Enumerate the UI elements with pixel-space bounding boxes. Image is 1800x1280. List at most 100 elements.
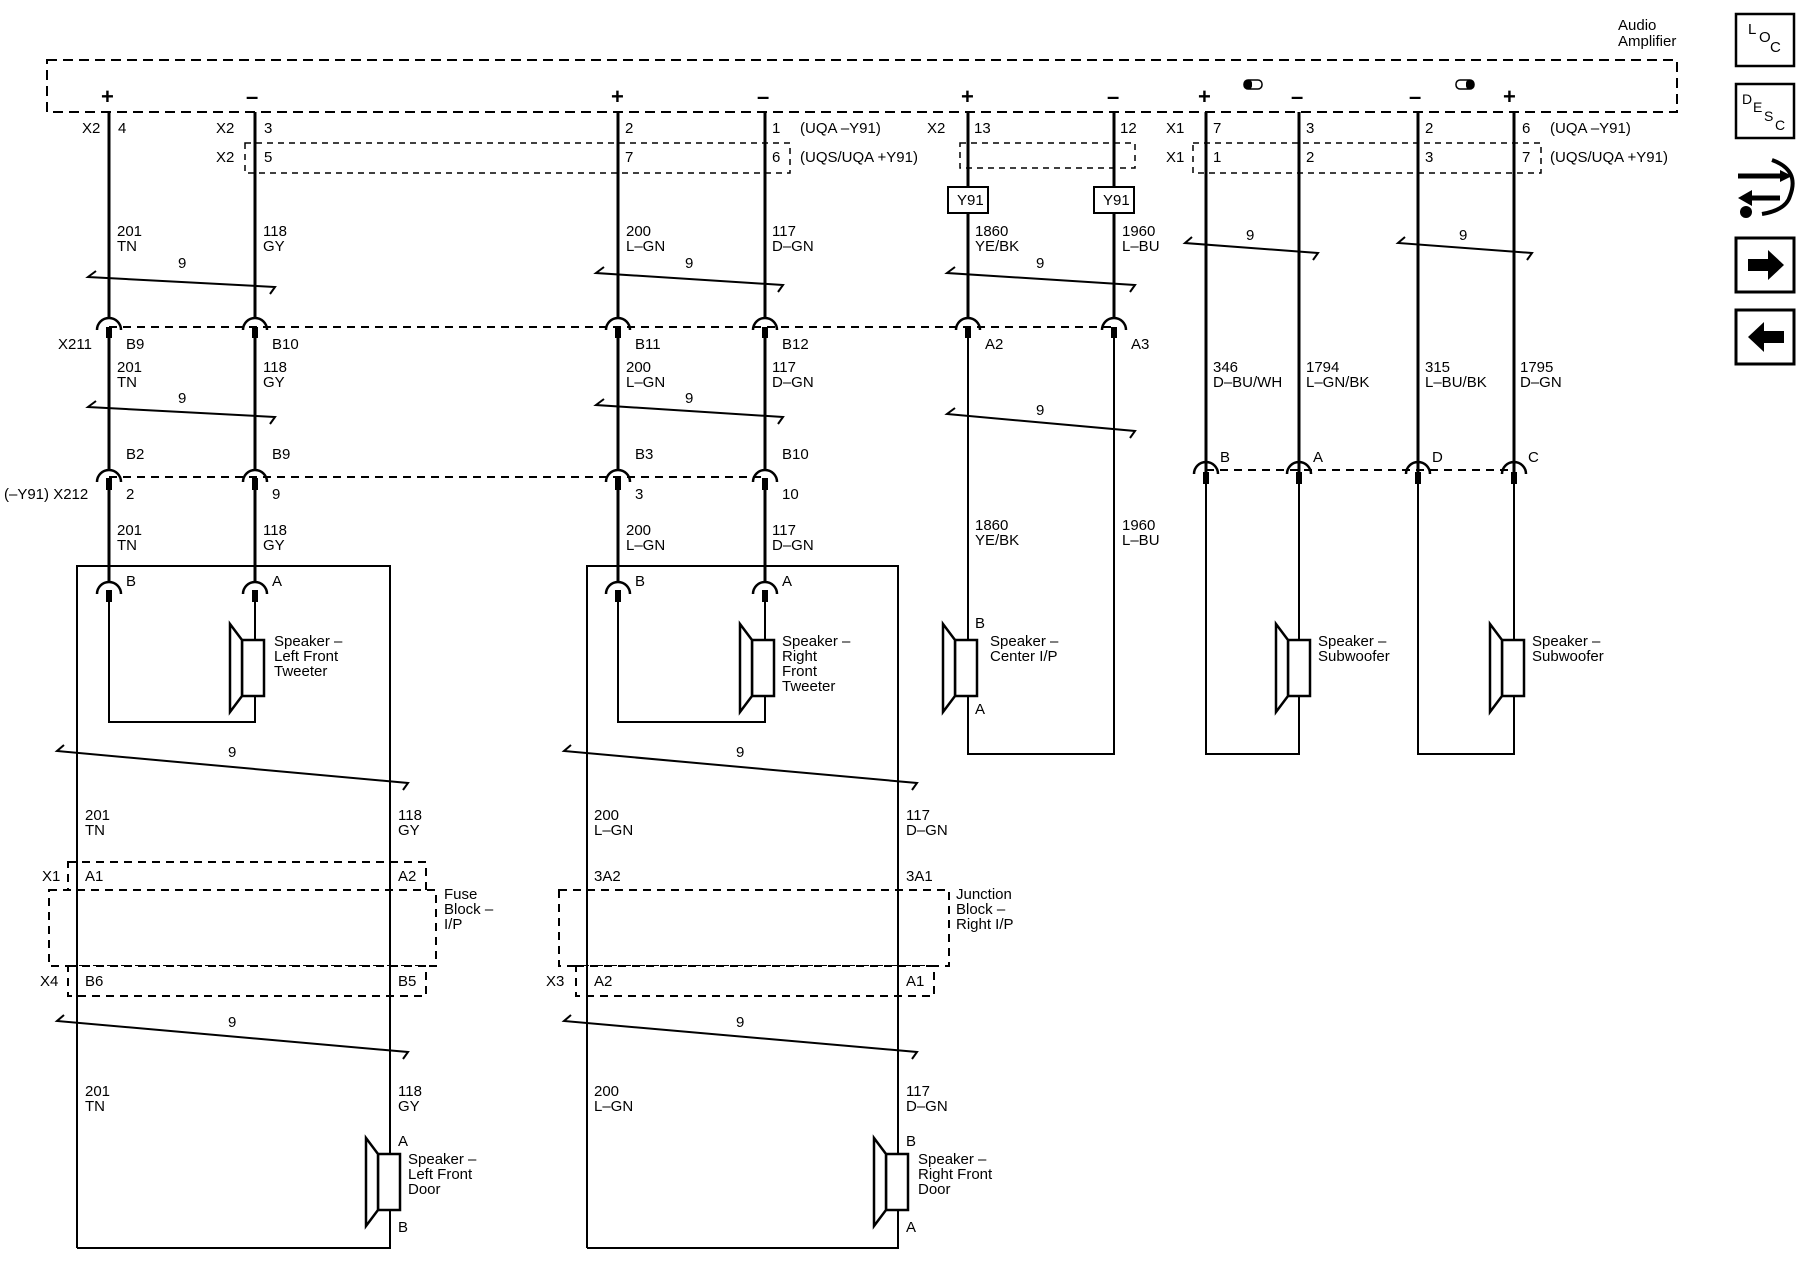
component-label: Block –: [444, 901, 494, 918]
component-label: Right: [782, 648, 818, 665]
pin-label: B5: [398, 973, 416, 990]
circuit-color: TN: [117, 374, 137, 391]
connector-x4: X4: [40, 973, 58, 990]
pin-label: 2: [1425, 120, 1433, 137]
amplifier-pins-row2: 5 7 6 1 2 3 7: [264, 149, 1530, 166]
pin-label: 3A1: [906, 868, 933, 885]
circuit-number: 117: [906, 1083, 930, 1100]
connector-x3: X3: [546, 973, 564, 990]
connector-x2: X2: [927, 120, 945, 137]
pin-label: B6: [85, 973, 103, 990]
pin-label: A: [975, 701, 985, 718]
y91-label: Y91: [957, 192, 984, 209]
pin-label: A2: [985, 336, 1003, 353]
y91-option-box: Y91: [947, 186, 989, 214]
pin-label: 1: [772, 120, 780, 137]
circuit-color: D–GN: [906, 1098, 948, 1115]
amplifier-label-line2: Amplifier: [1618, 33, 1676, 50]
pin-label: 3: [264, 120, 272, 137]
polarity-minus: –: [246, 84, 258, 109]
desc-letter-e: E: [1753, 99, 1762, 115]
pin-label: B: [906, 1133, 916, 1150]
circuit-number: 201: [117, 223, 142, 240]
pin-label: A2: [594, 973, 612, 990]
pill-indicator-icon: [1243, 79, 1263, 90]
circuit-color: D–GN: [772, 374, 814, 391]
polarity-minus: –: [1107, 84, 1119, 109]
option-note-uqs: (UQS/UQA +Y91): [800, 149, 918, 166]
circuit-number: 117: [772, 359, 796, 376]
component-label: Speaker –: [782, 633, 851, 650]
circuit-number: 201: [117, 359, 142, 376]
component-label: Speaker –: [408, 1151, 477, 1168]
polarity-plus: +: [961, 84, 974, 109]
pin-label: B11: [635, 336, 661, 353]
circuit-number: 201: [85, 1083, 110, 1100]
junction-block-right-ip: 3A2 3A1 X3 A2 A1 Junction Block – Right …: [546, 862, 1014, 997]
arrow-left-icon: [1748, 322, 1784, 352]
speaker-lf-tweeter: Speaker – Left Front Tweeter: [228, 620, 343, 716]
twisted-pair-indicators: [54, 236, 1534, 1060]
circuit-number: 117: [906, 807, 930, 824]
twist-count: 9: [178, 390, 186, 407]
component-label: Tweeter: [782, 678, 835, 695]
pin-label: A: [1313, 449, 1323, 466]
description-button[interactable]: D E S C: [1734, 82, 1796, 140]
inline-pin-labels: B9 B10 B11 B12 A2 A3 B2 B9 B3 B10 2 9 3 …: [126, 336, 1539, 590]
pin-label: B12: [782, 336, 809, 353]
loc-letter-o: O: [1759, 29, 1771, 46]
component-label: Speaker –: [1532, 633, 1601, 650]
circuit-color: L–BU/BK: [1425, 374, 1487, 391]
pin-label: 3: [1425, 149, 1433, 166]
pin-label: B10: [272, 336, 299, 353]
circuit-number: 346: [1213, 359, 1238, 376]
component-label: Junction: [956, 886, 1012, 903]
pin-label: 3A2: [594, 868, 621, 885]
pin-label: B: [1220, 449, 1230, 466]
pin-label: 1: [1213, 149, 1221, 166]
component-label: Center I/P: [990, 648, 1058, 665]
option-note-uqa: (UQA –Y91): [1550, 120, 1631, 137]
connector-x2: X2: [216, 120, 234, 137]
circuit-color: L–BU: [1122, 532, 1160, 549]
circuit-number: 200: [626, 223, 651, 240]
circuit-color: GY: [263, 374, 285, 391]
arrow-left-button[interactable]: [1734, 308, 1796, 366]
pin-label: 2: [625, 120, 633, 137]
twist-count-labels: 9 9 9 9 9 9 9 9 9 9 9 9: [178, 227, 1467, 1031]
component-label: Left Front: [408, 1166, 473, 1183]
circuit-number: 200: [594, 807, 619, 824]
component-label: Subwoofer: [1532, 648, 1604, 665]
pin-label: D: [1432, 449, 1443, 466]
speaker-subwoofer-2: Speaker – Subwoofer: [1488, 620, 1604, 716]
circuit-number: 118: [398, 1083, 422, 1100]
component-label: Right I/P: [956, 916, 1014, 933]
pin-label: A3: [1131, 336, 1149, 353]
polarity-minus: –: [757, 84, 769, 109]
circuit-color: GY: [398, 822, 420, 839]
connector-x2: X2: [82, 120, 100, 137]
component-label: Speaker –: [990, 633, 1059, 650]
polarity-plus: +: [611, 84, 624, 109]
component-label: Speaker –: [274, 633, 343, 650]
pin-label: A: [906, 1219, 916, 1236]
speaker-rf-door: B A Speaker – Right Front Door: [872, 1133, 993, 1236]
amplifier-connector-labels: X2 X2 X2 X2 X1 X1: [82, 120, 1184, 166]
pin-label: 4: [118, 120, 126, 137]
pin-label: 7: [1213, 120, 1221, 137]
circuit-color: GY: [263, 537, 285, 554]
connector-swap-icon[interactable]: [1738, 158, 1795, 218]
circuit-color: D–GN: [772, 537, 814, 554]
desc-letter-s: S: [1764, 108, 1773, 124]
circuit-color: GY: [398, 1098, 420, 1115]
desc-letter-c: C: [1775, 117, 1785, 133]
arrow-right-button[interactable]: [1734, 236, 1796, 294]
component-label: Left Front: [274, 648, 339, 665]
pin-label: B2: [126, 446, 144, 463]
location-button[interactable]: L O C: [1734, 12, 1796, 68]
twist-count: 9: [736, 744, 744, 761]
circuit-color: TN: [85, 822, 105, 839]
circuit-color: L–GN: [594, 822, 633, 839]
inline-connector-x212: (–Y91) X212: [4, 476, 765, 503]
